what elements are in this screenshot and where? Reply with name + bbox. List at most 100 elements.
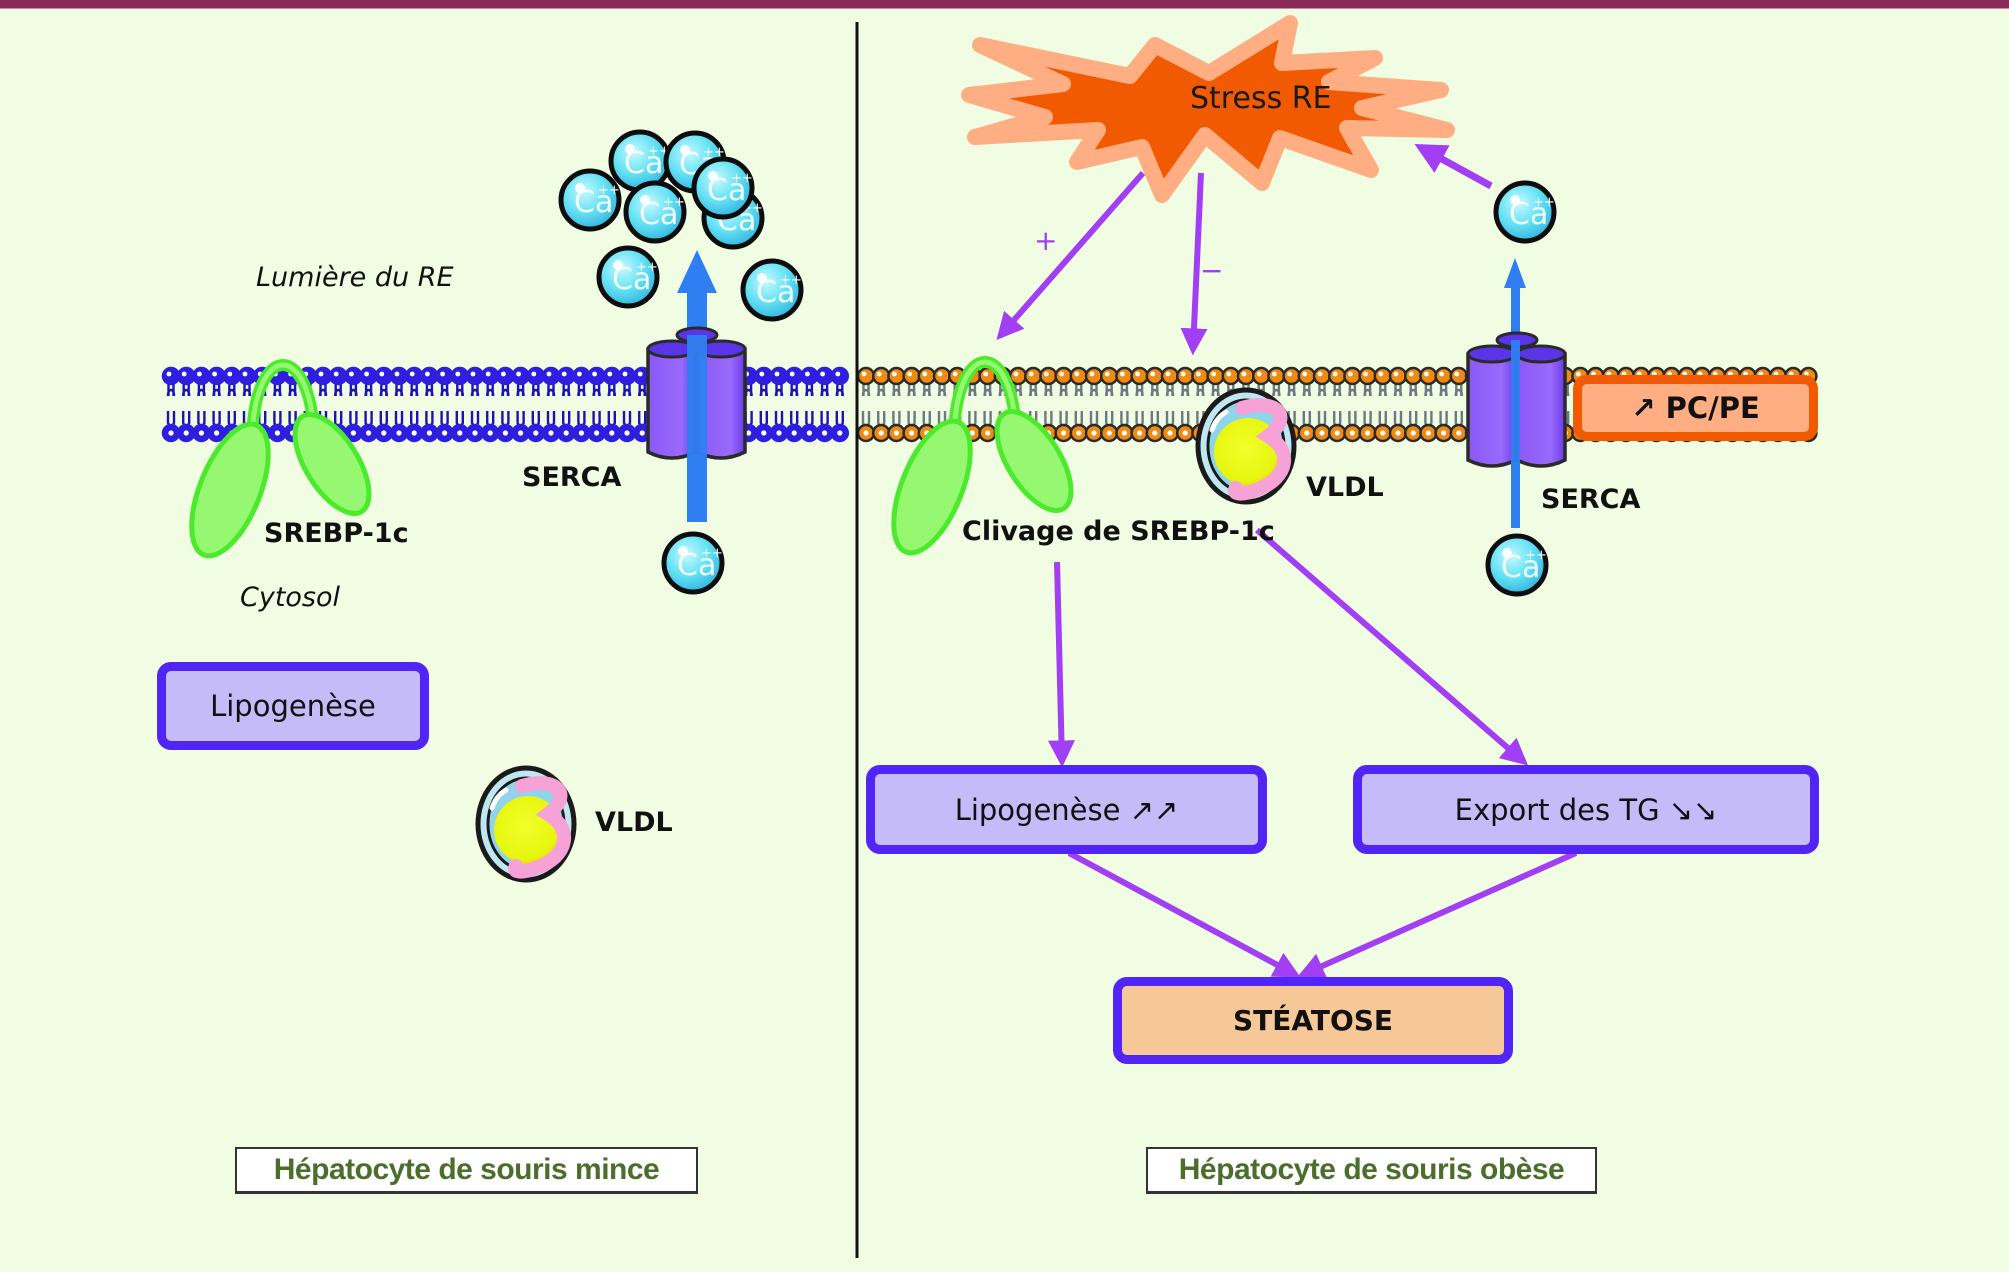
calcium-ion-icon: Ca++ bbox=[623, 180, 687, 244]
calcium-ion-label: Ca bbox=[1509, 197, 1548, 232]
calcium-ion-icon: Ca++ bbox=[661, 531, 725, 595]
vldl-to-export-arrow bbox=[1255, 527, 1529, 766]
lipid-obese-head bbox=[1191, 366, 1210, 386]
pc-pe-ratio-box: ↗ PC/PE bbox=[1573, 375, 1818, 441]
steatose-box: STÉATOSE bbox=[1113, 977, 1513, 1064]
lipid-obese-head bbox=[887, 366, 906, 386]
calcium-ion-charge: ++ bbox=[1533, 195, 1555, 210]
lipid-lean-head bbox=[541, 366, 561, 386]
ca-transport-arrow-left-overlay bbox=[687, 335, 707, 522]
srebp-domain-left bbox=[891, 418, 973, 556]
lipid-lean-head bbox=[359, 366, 378, 386]
lipid-obese-head bbox=[1221, 366, 1241, 386]
lipid-lean-head bbox=[769, 366, 789, 386]
lipid-lean-head bbox=[556, 366, 576, 386]
lipid-obese-head bbox=[902, 366, 921, 386]
srebp-arch bbox=[249, 362, 317, 441]
vldl-label-right: VLDL bbox=[1306, 472, 1384, 503]
calcium-ion-label: Ca bbox=[707, 173, 746, 208]
lipid-obese-head bbox=[1145, 366, 1165, 386]
lipid-obese-head bbox=[1099, 366, 1119, 386]
top-banner bbox=[0, 0, 2009, 9]
lipid-obese-head bbox=[1449, 366, 1469, 386]
steatose-box-text: STÉATOSE bbox=[1232, 1004, 1394, 1037]
vldl-apoprotein bbox=[508, 776, 571, 879]
lipid-obese-head bbox=[1236, 366, 1256, 386]
lipid-obese-head bbox=[1312, 366, 1332, 386]
calcium-ion-charge: ++ bbox=[1525, 548, 1547, 563]
lipid-obese-head bbox=[1343, 366, 1362, 386]
cytosol-label: Cytosol bbox=[240, 582, 341, 613]
calcium-ion-icon: Ca++ bbox=[1493, 180, 1557, 244]
lipid-obese-head bbox=[1267, 366, 1286, 386]
lipid-obese-head bbox=[1373, 366, 1393, 386]
lipid-lean-head bbox=[496, 366, 515, 386]
lipid-obese-head bbox=[932, 366, 952, 386]
stress-to-vldl-arrow bbox=[1180, 172, 1208, 356]
calcium-ion-charge: ++ bbox=[701, 546, 723, 561]
calcium-ion-label: Ca bbox=[677, 548, 716, 583]
stress-re-label: Stress RE bbox=[1190, 81, 1332, 116]
minus-sign: − bbox=[1200, 254, 1224, 287]
lipid-obese-head bbox=[1160, 366, 1180, 386]
serca-cylinder-right bbox=[1515, 352, 1567, 468]
lipogenese-box-obese-text: Lipogenèse ↗↗ bbox=[954, 792, 1179, 827]
lipid-lean-head bbox=[237, 366, 257, 386]
calcium-ion-charge: ++ bbox=[663, 195, 685, 210]
caption-lean-text: Hépatocyte de souris mince bbox=[273, 1153, 660, 1186]
lipid-obese-head bbox=[917, 366, 937, 386]
lipid-lean-head bbox=[389, 366, 409, 386]
lipid-obese-head bbox=[1419, 366, 1438, 386]
calcium-ion-icon: Ca++ bbox=[558, 168, 622, 232]
stress-re-explosion-icon bbox=[961, 15, 1455, 203]
lipid-lean-head bbox=[450, 366, 470, 386]
lipid-obese-head bbox=[1297, 366, 1317, 386]
lipid-lean-head bbox=[830, 366, 850, 386]
lipid-lean-head bbox=[192, 366, 211, 386]
export-to-steatose-arrow bbox=[1297, 850, 1578, 979]
srebp-to-lipogenese-arrow bbox=[1047, 561, 1075, 768]
lipid-lean-head bbox=[374, 366, 394, 386]
lipid-lean-head bbox=[754, 366, 774, 386]
lipid-lean-head bbox=[465, 366, 485, 386]
srebp-label-left: SREBP-1c bbox=[264, 518, 409, 549]
lipid-obese-head bbox=[1069, 366, 1089, 386]
vldl-icon-right bbox=[1195, 387, 1297, 505]
lipid-lean-head bbox=[404, 366, 424, 386]
srebp-domain-left bbox=[189, 421, 271, 559]
srebp-domain-right bbox=[994, 409, 1074, 513]
calcium-ions: Ca++Ca++Ca++Ca++Ca++Ca++Ca++Ca++Ca++Ca++… bbox=[558, 129, 1557, 597]
lipid-lean-head bbox=[313, 366, 333, 386]
lipid-obese-head bbox=[871, 366, 891, 386]
calcium-ion-charge: ++ bbox=[598, 183, 620, 198]
lipid-lean-head bbox=[344, 366, 363, 386]
calcium-ion-label: Ca bbox=[574, 185, 613, 220]
stress-to-srebp-arrow bbox=[996, 171, 1146, 341]
lipid-obese-head bbox=[1358, 366, 1377, 386]
lipid-obese-head bbox=[1175, 366, 1195, 386]
calcium-ion-icon: Ca++ bbox=[1485, 533, 1549, 597]
srebp-domain-right bbox=[292, 412, 372, 516]
srebp-arch bbox=[951, 359, 1019, 438]
lipid-obese-head bbox=[1084, 366, 1104, 386]
calcium-ion-icon: Ca++ bbox=[691, 156, 755, 220]
lipid-lean-head bbox=[435, 366, 454, 386]
calcium-ion-charge: ++ bbox=[636, 260, 658, 275]
vldl-apoprotein bbox=[1228, 398, 1291, 501]
lipid-obese-head bbox=[1023, 366, 1043, 386]
lipid-lean-head bbox=[587, 366, 606, 386]
calcium-ion-charge: ++ bbox=[780, 273, 802, 288]
lipid-obese-head bbox=[1054, 366, 1073, 386]
lipid-obese-head bbox=[1206, 366, 1225, 386]
lipid-obese-head bbox=[1115, 366, 1134, 386]
calcium-ion-label: Ca bbox=[756, 275, 795, 310]
lipid-lean-head bbox=[420, 366, 439, 386]
lipid-obese-head bbox=[1403, 366, 1423, 386]
lipid-obese-head bbox=[1039, 366, 1058, 386]
vldl-label-left: VLDL bbox=[595, 807, 673, 838]
calcium-ion-charge: ++ bbox=[731, 171, 753, 186]
lipid-obese-head bbox=[1251, 366, 1271, 386]
lipid-lean-head bbox=[222, 366, 242, 386]
caption-obese-hepatocyte: Hépatocyte de souris obèse bbox=[1146, 1147, 1597, 1194]
